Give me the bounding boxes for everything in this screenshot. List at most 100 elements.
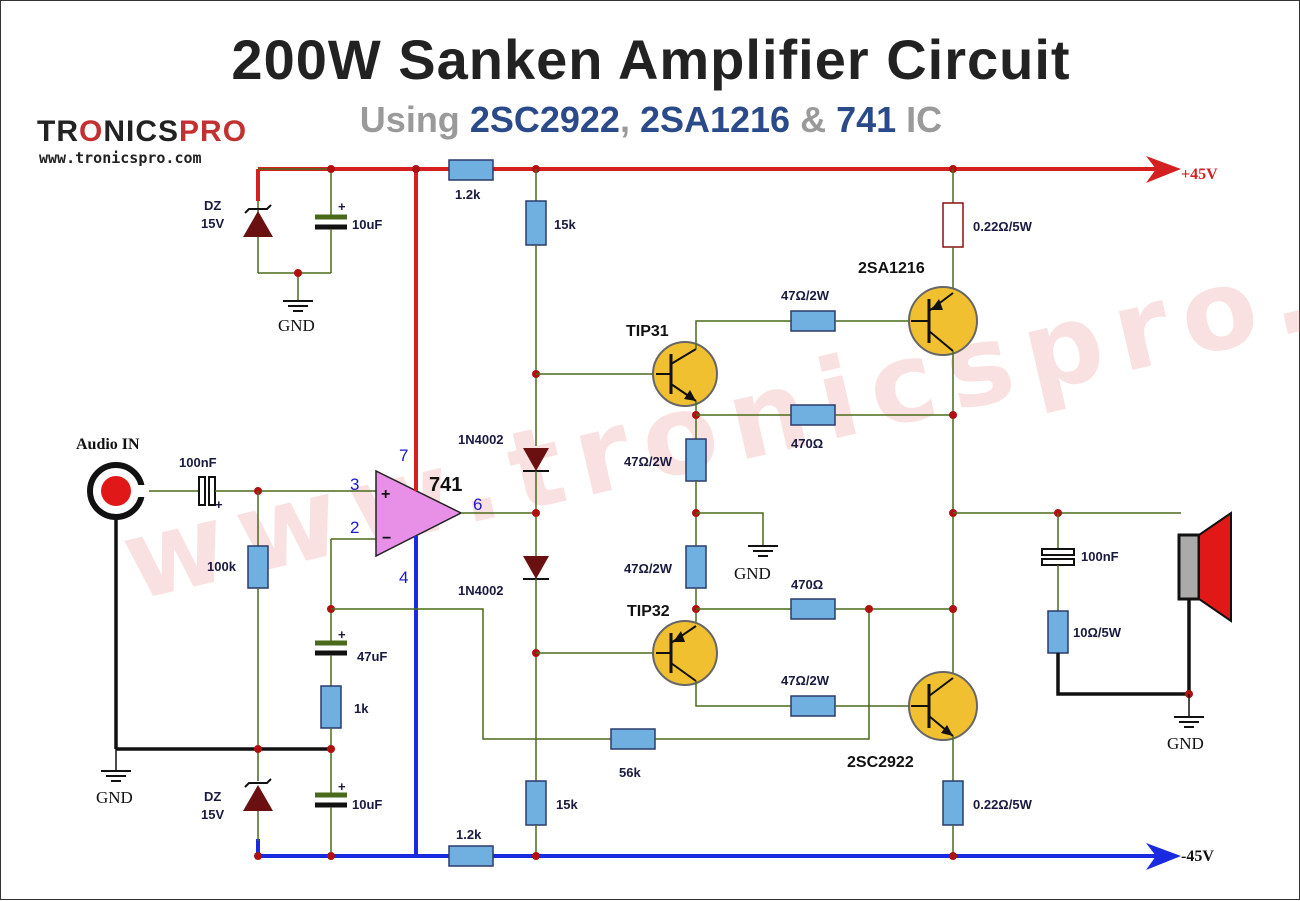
- transistor-2sa1216: [908, 286, 978, 356]
- resistor-base-top-label: 47Ω/2W: [781, 288, 830, 303]
- opamp-pin-2: 2: [350, 518, 359, 537]
- transistor-tip31: [652, 341, 718, 407]
- diode-2-icon: [523, 556, 549, 579]
- opamp-plus-sign: +: [381, 486, 390, 503]
- opamp-741: [375, 469, 463, 558]
- cap-bottom-label: 10uF: [352, 797, 382, 812]
- resistor-bias-bottom-label: 15k: [556, 797, 578, 812]
- opamp-minus-sign: −: [382, 530, 391, 547]
- transistor-tip32: [652, 620, 718, 686]
- cap-zobel: [1041, 548, 1075, 556]
- negative-rail-label: -45V: [1181, 848, 1214, 865]
- subtitle-prefix: Using: [359, 99, 470, 140]
- resistor-feedback-56k-label: 56k: [619, 765, 641, 780]
- gnd-input-label: GND: [96, 788, 133, 807]
- gnd-speaker-label: GND: [1167, 734, 1204, 753]
- resistor-emitter-bottom-label: 0.22Ω/5W: [973, 797, 1033, 812]
- opamp-pin-7: 7: [399, 446, 408, 465]
- zener-top-label: DZ: [204, 198, 221, 213]
- positive-rail-arrow: [1146, 156, 1181, 183]
- transistor-tip32-label: TIP32: [627, 603, 670, 620]
- transistor-2sc2922: [908, 671, 978, 741]
- subtitle-suffix: IC: [896, 99, 943, 140]
- zener-bottom-voltage: 15V: [201, 807, 224, 822]
- resistor-base-bottom: [790, 695, 836, 717]
- resistor-input: [247, 545, 269, 589]
- resistor-470-bottom: [790, 598, 836, 620]
- diode-2-label: 1N4002: [458, 583, 504, 598]
- resistor-fb-label: 1k: [354, 701, 369, 716]
- resistor-rail-bottom-label: 1.2k: [456, 827, 482, 842]
- cap-top-label: 10uF: [352, 217, 382, 232]
- resistor-base-top: [790, 310, 836, 332]
- gnd-mid-label: GND: [734, 564, 771, 583]
- positive-rail-label: +45V: [1181, 166, 1218, 183]
- resistor-mid-top: [685, 438, 707, 482]
- resistor-bias-bottom: [525, 780, 547, 826]
- resistor-emitter-top-label: 0.22Ω/5W: [973, 219, 1033, 234]
- diagram-subtitle: Using 2SC2922, 2SA1216 & 741 IC: [1, 99, 1300, 141]
- zener-bottom-label: DZ: [204, 789, 221, 804]
- speaker-icon: [1177, 511, 1232, 623]
- resistor-zobel-label: 10Ω/5W: [1073, 625, 1122, 640]
- resistor-zobel: [1047, 610, 1069, 654]
- opamp-pin-6: 6: [473, 495, 482, 514]
- opamp-pin-4: 4: [399, 568, 408, 587]
- resistor-feedback-56k: [610, 728, 656, 750]
- zener-bottom-icon: [243, 785, 273, 811]
- subtitle-part-1: 2SC2922: [469, 99, 620, 140]
- diode-1-icon: [523, 448, 549, 471]
- logo-part-4: PRO: [179, 115, 248, 148]
- subtitle-part-2: 2SA1216: [639, 99, 791, 140]
- cap-input: [198, 476, 206, 506]
- resistor-emitter-bottom: [942, 780, 964, 826]
- resistor-input-label: 100k: [207, 559, 237, 574]
- transistor-2sa1216-label: 2SA1216: [858, 260, 925, 277]
- opamp-name: 741: [429, 474, 462, 496]
- resistor-470-top: [790, 404, 836, 426]
- cap-input-label: 100nF: [179, 455, 217, 470]
- resistor-fb: [320, 685, 342, 729]
- cap-zobel-label: 100nF: [1081, 549, 1119, 564]
- diagram-title: 200W Sanken Amplifier Circuit: [231, 28, 1071, 91]
- subtitle-sep-1: ,: [619, 99, 640, 140]
- resistor-rail-top-label: 1.2k: [455, 187, 481, 202]
- resistor-emitter-top: [942, 202, 964, 248]
- resistor-base-bottom-label: 47Ω/2W: [781, 673, 830, 688]
- audio-input-label: Audio IN: [76, 436, 140, 453]
- resistor-rail-top: [448, 159, 494, 181]
- resistor-470-top-label: 470Ω: [791, 436, 823, 451]
- brand-logo: TRONICSPRO: [37, 115, 247, 149]
- resistor-mid-bottom-label: 47Ω/2W: [624, 561, 673, 576]
- resistor-mid-top-label: 47Ω/2W: [624, 454, 673, 469]
- subtitle-sep-2: &: [790, 99, 837, 140]
- negative-rail-arrow: [1146, 843, 1181, 870]
- resistor-bias-top-label: 15k: [554, 217, 576, 232]
- logo-part-3: NICS: [103, 115, 180, 148]
- cap-input-plus: +: [215, 497, 223, 512]
- opamp-pin-3: 3: [350, 475, 359, 494]
- transistor-2sc2922-label: 2SC2922: [847, 754, 914, 771]
- diode-1-label: 1N4002: [458, 432, 504, 447]
- subtitle-part-3: 741: [836, 99, 897, 140]
- resistor-mid-bottom: [685, 545, 707, 589]
- cap-bottom-plus: +: [338, 779, 346, 794]
- top-zener-group: [243, 165, 420, 312]
- cap-fb-plus: +: [338, 627, 346, 642]
- gnd-top-label: GND: [278, 316, 315, 335]
- cap-fb-label: 47uF: [357, 649, 387, 664]
- resistor-bias-top: [525, 200, 547, 246]
- resistor-470-bottom-label: 470Ω: [791, 577, 823, 592]
- negative-rail: [256, 591, 1181, 870]
- logo-part-2: O: [79, 115, 104, 148]
- website-url: www.tronicspro.com: [39, 149, 202, 167]
- resistor-rail-bottom: [448, 845, 494, 867]
- positive-rail: [256, 156, 1181, 421]
- zener-top-icon: [243, 211, 273, 237]
- logo-part-1: TR: [37, 115, 79, 148]
- cap-top-plus: +: [338, 199, 346, 214]
- zener-top-voltage: 15V: [201, 216, 224, 231]
- transistor-tip31-label: TIP31: [626, 323, 669, 340]
